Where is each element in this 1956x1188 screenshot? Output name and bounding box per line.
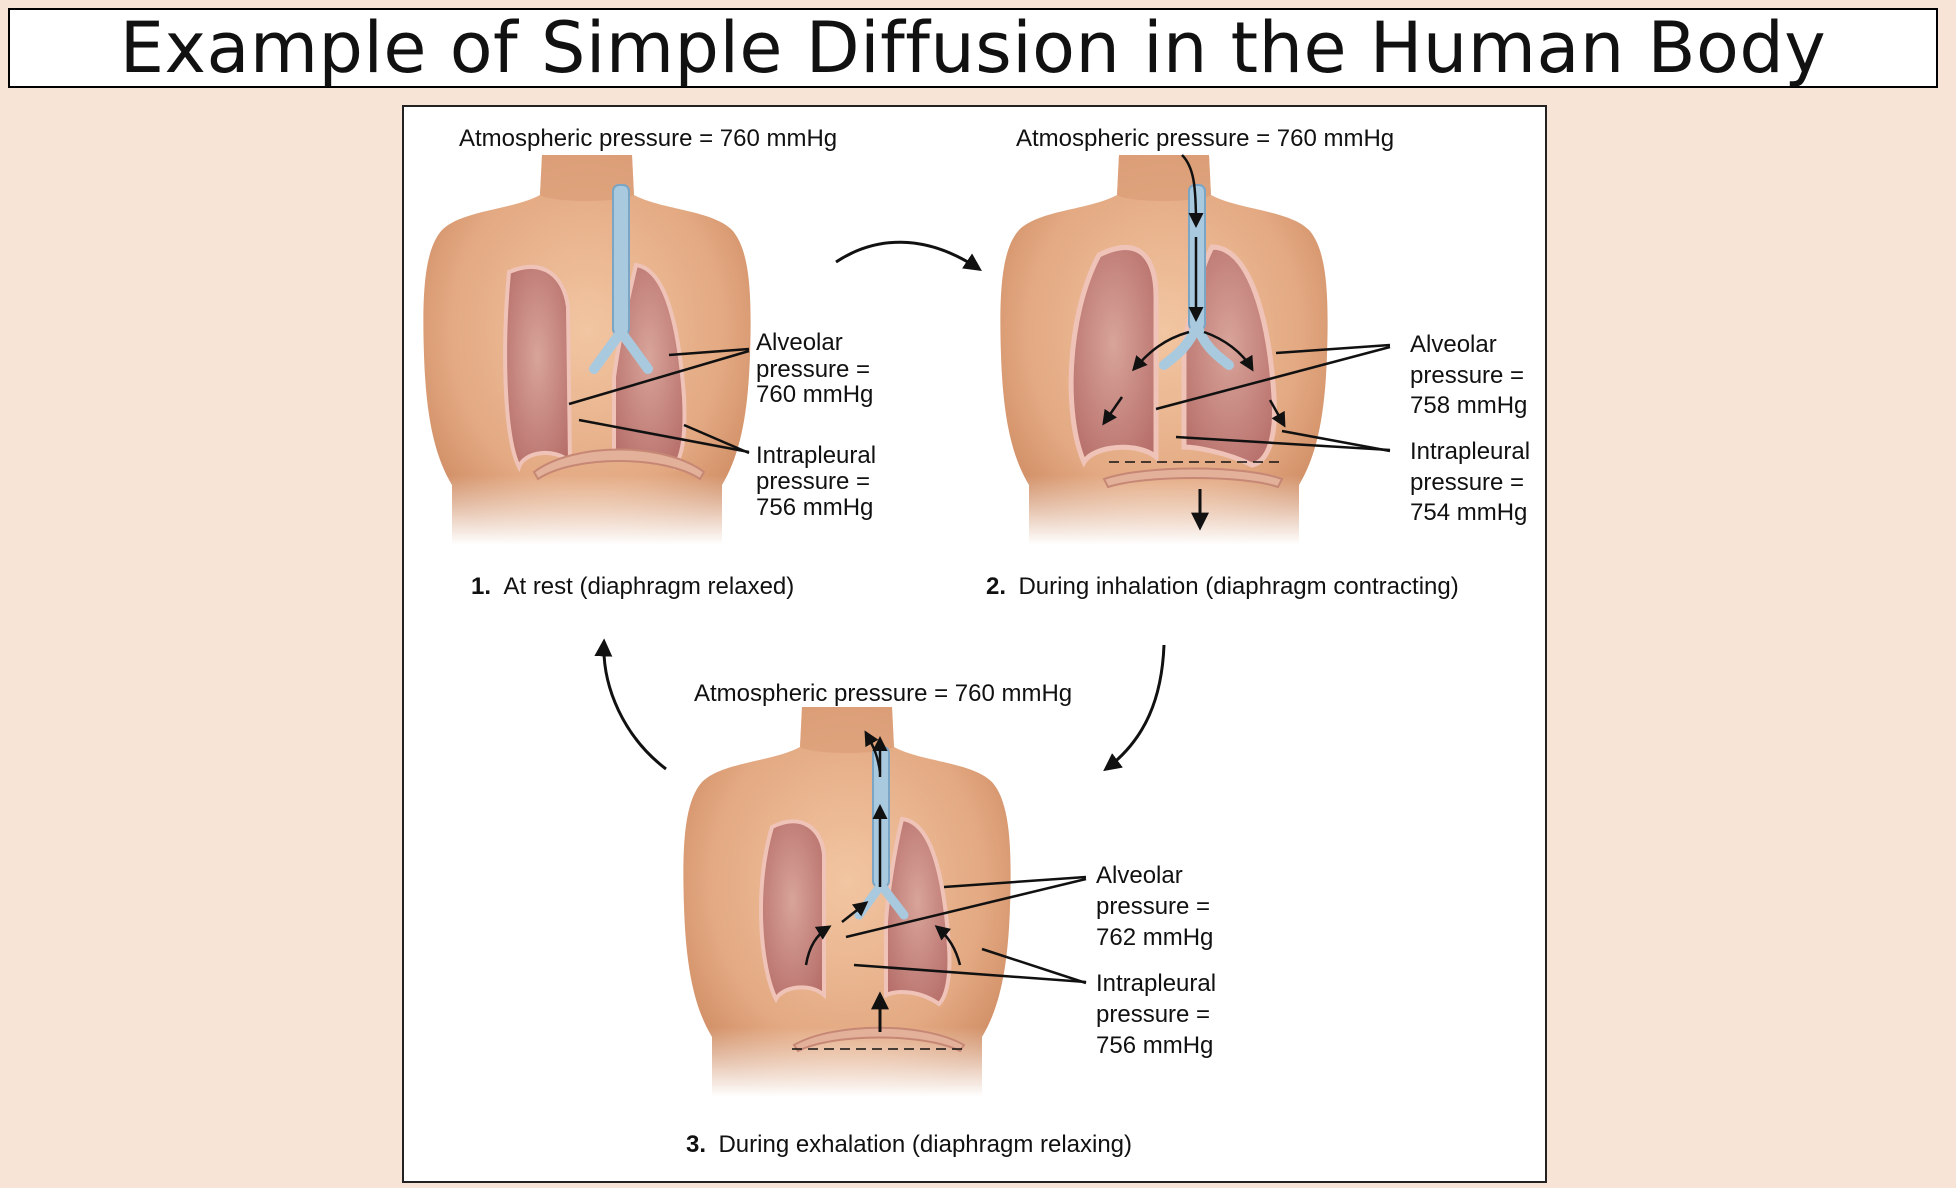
panel2-airflow-in-arrow: [1181, 154, 1204, 228]
panel2-caption: 2. During inhalation (diaphragm contract…: [986, 573, 1459, 600]
panel1-caption: 1. At rest (diaphragm relaxed): [471, 573, 794, 600]
cycle-arrow-inhalation-to-exhalation: [1103, 644, 1166, 772]
figure-panel: Atmospheric pressure = 760 mmHg Alveolar…: [402, 105, 1547, 1183]
panel-inhalation: Atmospheric pressure = 760 mmHg Alveolar…: [986, 125, 1537, 600]
panel1-alveolar-leader-2: [568, 349, 750, 406]
panel1-intrapleural-label: Intrapleural pressure = 756 mmHg: [756, 442, 883, 521]
panel3-atmospheric-label: Atmospheric pressure = 760 mmHg: [694, 680, 1072, 707]
panel2-left-lung: [1068, 245, 1159, 468]
panel3-diaphragm: [792, 1026, 966, 1053]
panel1-trachea: [612, 184, 630, 336]
panel1-intrapleural-leader-2: [683, 423, 750, 455]
panel-at-rest: Atmospheric pressure = 760 mmHg Alveolar…: [422, 125, 883, 600]
slide-title: Example of Simple Diffusion in the Human…: [8, 7, 1938, 89]
panel3-alveolar-label: Alveolar pressure = 762 mmHg: [1096, 862, 1217, 951]
panel3-right-lung: [884, 816, 952, 1007]
panel3-airflow-out-arrow: [864, 730, 882, 773]
cycle-arrow-rest-to-inhalation: [835, 240, 982, 272]
cycle-arrow-exhalation-to-rest: [594, 638, 667, 771]
breathing-diagram: Atmospheric pressure = 760 mmHg Alveolar…: [422, 125, 1537, 1158]
panel-exhalation: Atmospheric pressure = 760 mmHg Alveolar…: [682, 680, 1223, 1158]
panel3-left-lung: [758, 819, 826, 1004]
panel2-intrapleural-label: Intrapleural pressure = 754 mmHg: [1410, 438, 1537, 526]
panel3-intrapleural-label: Intrapleural pressure = 756 mmHg: [1096, 970, 1223, 1059]
panel2-torso-illustration: [999, 155, 1329, 545]
panel1-intrapleural-leader-1: [578, 418, 750, 454]
panel1-torso-illustration: [422, 155, 752, 545]
panel2-alveolar-label: Alveolar pressure = 758 mmHg: [1410, 331, 1531, 419]
panel1-diaphragm: [532, 448, 706, 481]
panel1-atmospheric-label: Atmospheric pressure = 760 mmHg: [459, 125, 837, 152]
panel1-alveolar-label: Alveolar pressure = 760 mmHg: [756, 329, 877, 408]
panel1-alveolar-leader-1: [668, 347, 750, 357]
panel2-atmospheric-label: Atmospheric pressure = 760 mmHg: [1016, 125, 1394, 152]
panel1-left-lung: [503, 265, 573, 473]
panel3-caption: 3. During exhalation (diaphragm relaxing…: [686, 1131, 1132, 1158]
panel2-diaphragm: [1102, 467, 1284, 489]
